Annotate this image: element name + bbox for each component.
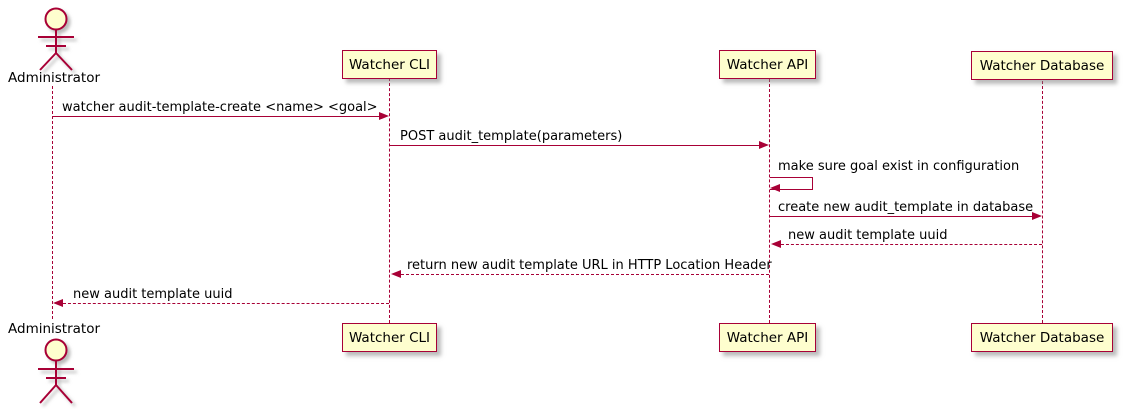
actor-label-top: Administrator: [8, 70, 101, 86]
message-1-arrowhead: [379, 112, 389, 120]
message-6-label: return new audit template URL in HTTP Lo…: [407, 258, 772, 273]
participant-label: Watcher Database: [979, 329, 1105, 346]
participant-watcher-cli-bottom: Watcher CLI: [342, 323, 437, 352]
lifeline-administrator: [52, 86, 53, 319]
participant-watcher-cli-top: Watcher CLI: [342, 50, 437, 79]
participant-watcher-database-top: Watcher Database: [971, 51, 1113, 80]
lifeline-watcher-api: [769, 79, 770, 323]
participant-label: Watcher Database: [979, 57, 1105, 74]
participant-watcher-api-top: Watcher API: [719, 50, 816, 79]
message-6-line: [401, 274, 769, 275]
message-3-self-loop: [770, 177, 813, 190]
message-6-arrowhead: [391, 270, 401, 278]
message-4-arrowhead: [1032, 212, 1042, 220]
message-2-line: [390, 145, 760, 146]
message-4-line: [770, 216, 1033, 217]
message-4-label: create new audit_template in database: [778, 200, 1034, 215]
message-7-line: [63, 303, 389, 304]
lifeline-watcher-database: [1042, 81, 1043, 323]
participant-label: Watcher CLI: [348, 329, 431, 346]
message-5-arrowhead: [771, 240, 781, 248]
participant-label: Watcher API: [726, 56, 809, 73]
participant-label: Watcher CLI: [348, 56, 431, 73]
message-3-arrowhead: [770, 184, 780, 192]
message-7-arrowhead: [53, 299, 63, 307]
actor-icon-bottom: [38, 338, 74, 404]
message-2-label: POST audit_template(parameters): [400, 129, 623, 144]
participant-watcher-database-bottom: Watcher Database: [971, 323, 1113, 352]
message-1-line: [53, 116, 380, 117]
message-1-label: watcher audit-template-create <name> <go…: [62, 100, 378, 115]
message-3-label: make sure goal exist in configuration: [778, 159, 1020, 174]
actor-label-bottom: Administrator: [8, 321, 101, 337]
message-7-label: new audit template uuid: [73, 287, 233, 302]
message-2-arrowhead: [759, 141, 769, 149]
participant-watcher-api-bottom: Watcher API: [719, 323, 816, 352]
participant-label: Watcher API: [726, 329, 809, 346]
message-5-line: [781, 244, 1042, 245]
actor-icon-top: [38, 7, 74, 71]
message-5-label: new audit template uuid: [788, 228, 948, 243]
lifeline-watcher-cli: [389, 78, 390, 323]
